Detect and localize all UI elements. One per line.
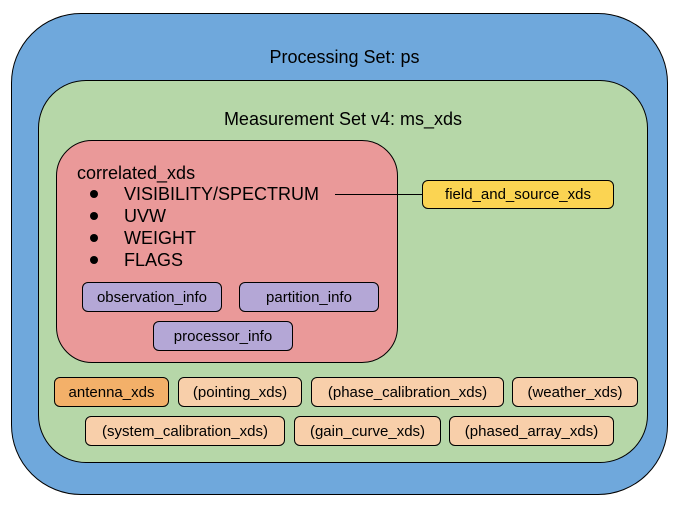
bullet-icon — [90, 212, 98, 220]
correlated-xds-container — [56, 140, 398, 363]
weather-xds-box: (weather_xds) — [512, 377, 638, 407]
partition-info-box: partition_info — [239, 282, 379, 312]
connector-line — [335, 194, 422, 195]
phased-array-xds-box: (phased_array_xds) — [449, 416, 614, 446]
processor-info-box: processor_info — [153, 321, 293, 351]
bullet-icon — [90, 190, 98, 198]
pointing-xds-box: (pointing_xds) — [178, 377, 302, 407]
processing-set-title: Processing Set: ps — [269, 47, 420, 67]
list-item-uvw: UVW — [124, 206, 166, 226]
gain-curve-xds-box: (gain_curve_xds) — [294, 416, 441, 446]
field-and-source-xds-box: field_and_source_xds — [422, 180, 614, 209]
antenna-xds-box: antenna_xds — [54, 377, 169, 407]
observation-info-box: observation_info — [82, 282, 222, 312]
correlated-xds-title: correlated_xds — [77, 163, 196, 183]
measurement-set-title: Measurement Set v4: ms_xds — [223, 109, 463, 129]
system-calibration-xds-box: (system_calibration_xds) — [85, 416, 285, 446]
list-item-flags: FLAGS — [124, 250, 184, 270]
list-item-weight: WEIGHT — [124, 228, 196, 248]
phase-calibration-xds-box: (phase_calibration_xds) — [311, 377, 504, 407]
list-item-visibility: VISIBILITY/SPECTRUM — [124, 184, 320, 204]
bullet-icon — [90, 256, 98, 264]
bullet-icon — [90, 234, 98, 242]
